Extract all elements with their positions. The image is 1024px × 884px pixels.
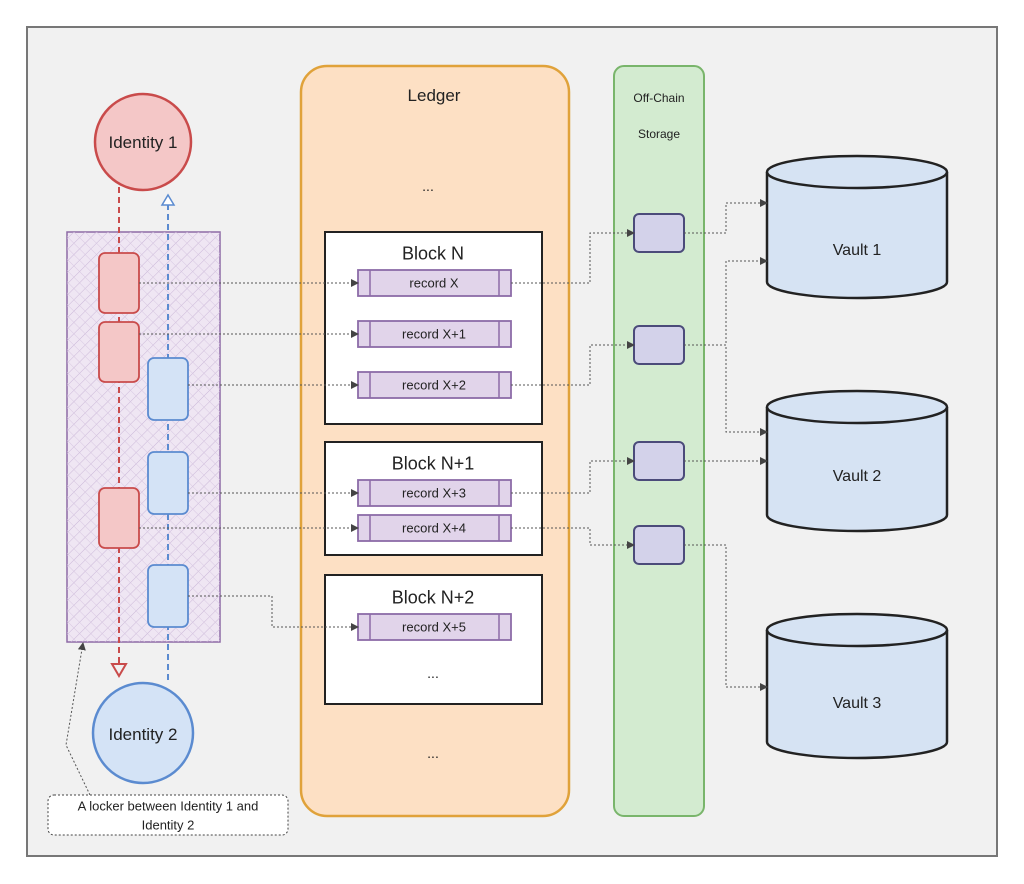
ledger-bottom-ellipsis: ... (427, 745, 439, 761)
block-n-plus-1-title: Block N+1 (391, 453, 475, 474)
identity-1-node (93, 92, 193, 192)
identity-1-event (98, 252, 140, 314)
identity-1-label: Identity 1 (108, 133, 178, 152)
connector-record-x-to-offchain (511, 229, 635, 284)
locker-region (66, 231, 221, 643)
identity-1-event (98, 321, 140, 383)
connector-offchain-4-to-vault-3 (684, 544, 768, 691)
identity-2-node (91, 681, 195, 785)
identity-2-event (147, 564, 189, 628)
record-label: record X+3 (402, 485, 466, 501)
record-box-x5 (357, 613, 512, 641)
offchain-item-1 (633, 213, 685, 253)
identity-2-event (147, 451, 189, 515)
block-n-title: Block N (401, 243, 465, 264)
locker-note-line1: A locker between Identity 1 and (77, 798, 259, 814)
record-box-x1 (357, 320, 512, 348)
record-label: record X+1 (402, 326, 466, 342)
ledger-title: Ledger (407, 86, 461, 105)
vault-1-label: Vault 1 (832, 242, 882, 259)
block-n-plus-2-title: Block N+2 (391, 587, 475, 608)
connector-offchain-1-to-vault-1 (684, 199, 768, 234)
vault-3-label: Vault 3 (832, 695, 882, 712)
offchain-item-2 (633, 325, 685, 365)
block-n-plus-2-ellipsis: ... (427, 665, 439, 681)
identity-2-arrowhead (160, 193, 176, 206)
record-label: record X+5 (402, 619, 466, 635)
vault-1-cylinder (765, 154, 949, 300)
offchain-title-line2: Storage (637, 127, 681, 141)
connector-record-x2-to-offchain (511, 341, 635, 386)
record-label: record X (409, 275, 459, 291)
connector-record-x4-to-offchain (511, 527, 635, 549)
connector-offchain-2-to-vault-2 (684, 344, 768, 436)
locker-note-line2: Identity 2 (141, 817, 195, 833)
identity-1-event (98, 487, 140, 549)
record-label: record X+4 (402, 520, 466, 536)
locker-note-pointer (65, 642, 91, 796)
identity-2-label: Identity 2 (108, 725, 178, 744)
ledger-top-ellipsis: ... (422, 178, 434, 194)
vault-2-cylinder (765, 389, 949, 533)
offchain-item-4 (633, 525, 685, 565)
identity-2-event (147, 357, 189, 421)
connector-to-record-x5 (188, 595, 359, 631)
record-label: record X+2 (402, 377, 466, 393)
vault-2-label: Vault 2 (832, 468, 882, 485)
offchain-title-line1: Off-Chain (633, 91, 685, 105)
offchain-item-3 (633, 441, 685, 481)
vault-3-cylinder (765, 612, 949, 760)
locker-note-box (47, 794, 289, 836)
identity-1-arrowhead (110, 663, 128, 678)
connector-record-x3-to-offchain (511, 457, 635, 494)
